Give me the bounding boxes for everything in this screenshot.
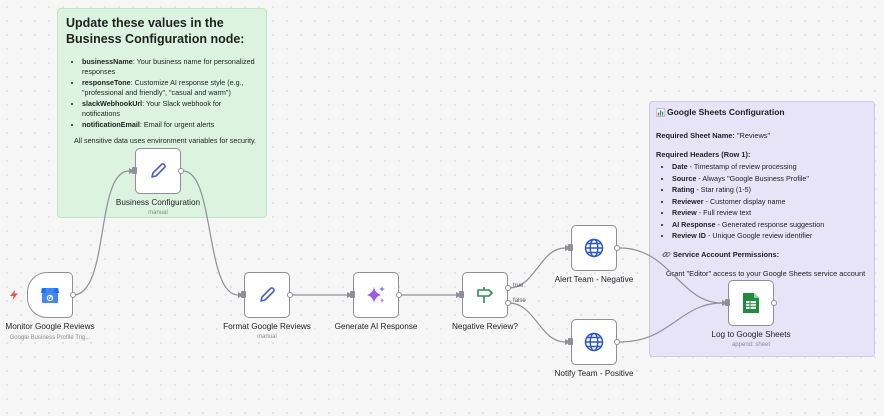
node-label: Alert Team - Negative [554, 275, 634, 284]
connection-notify-to-sheets [619, 302, 723, 343]
permissions-heading: Service Account Permissions: [662, 250, 868, 259]
node-alert-team-negative[interactable] [568, 225, 620, 271]
config-list: businessName: Your business name for per… [66, 57, 258, 130]
input-port[interactable] [241, 291, 246, 298]
branch-label-true: true [513, 283, 524, 289]
input-port[interactable] [725, 299, 730, 306]
sticky-config-title: Update these values in the Business Conf… [66, 16, 245, 46]
node-subtitle: Google Business Profile Trig... [9, 335, 91, 341]
signpost-icon [477, 287, 493, 303]
grant-text: Grant "Editor" access to your Google She… [666, 268, 866, 278]
input-port[interactable] [350, 291, 355, 298]
link-icon [662, 251, 671, 257]
node-subtitle: manual [148, 210, 168, 216]
connection-monitor-to-config [72, 170, 130, 296]
output-port[interactable] [70, 292, 76, 298]
node-label: Monitor Google Reviews [5, 322, 95, 331]
connection-config-to-format [182, 170, 239, 296]
header-item: Reviewer - Customer display name [672, 197, 868, 208]
node-label: Generate AI Response [334, 322, 418, 331]
input-port[interactable] [568, 244, 573, 251]
globe-icon [584, 238, 604, 258]
connection-false-to-notify [508, 302, 566, 343]
sparkles-icon [367, 286, 385, 303]
config-item: slackWebhookUrl: Your Slack webhook for … [82, 99, 258, 119]
sheets-config-title: Google Sheets Configuration [656, 107, 868, 117]
header-item: AI Response - Generated response suggest… [672, 220, 868, 231]
node-label: Log to Google Sheets [711, 330, 791, 339]
pencil-icon [260, 287, 275, 302]
branch-label-false: false [513, 298, 526, 304]
pencil-icon [151, 163, 166, 178]
google-business-icon [41, 288, 59, 303]
node-generate-ai-response[interactable] [350, 272, 402, 318]
config-footer: All sensitive data uses environment vari… [74, 136, 257, 145]
node-label: Business Configuration [115, 198, 201, 207]
output-port[interactable] [287, 292, 293, 298]
node-format-google-reviews[interactable] [241, 272, 293, 318]
node-label: Negative Review? [452, 322, 518, 331]
input-port[interactable] [132, 167, 137, 174]
node-subtitle: manual [257, 334, 277, 340]
output-port[interactable] [614, 339, 620, 345]
output-port[interactable] [178, 168, 184, 174]
globe-icon [584, 332, 604, 352]
node-business-configuration[interactable] [132, 148, 184, 194]
connection-alert-to-sheets [619, 247, 723, 304]
sheet-name-line: Required Sheet Name: "Reviews" [656, 131, 771, 140]
header-item: Review - Full review text [672, 208, 868, 219]
header-item: Rating - Star rating (1-5) [672, 185, 868, 196]
config-item: responseTone: Customize AI response styl… [82, 78, 258, 98]
node-label: Format Google Reviews [223, 322, 311, 331]
bar-chart-icon [656, 107, 665, 117]
header-item: Source - Always "Google Business Profile… [672, 174, 868, 185]
node-log-to-google-sheets[interactable] [725, 280, 777, 326]
node-label: Notify Team - Positive [554, 369, 634, 378]
input-port[interactable] [568, 338, 573, 345]
node-monitor-google-reviews[interactable] [27, 272, 76, 318]
output-port[interactable] [771, 300, 777, 306]
node-negative-review[interactable] [459, 272, 511, 318]
config-item: businessName: Your business name for per… [82, 57, 258, 77]
config-item: notificationEmail: Email for urgent aler… [82, 120, 258, 130]
output-port-true[interactable] [505, 285, 511, 291]
connection-true-to-alert [508, 247, 566, 289]
output-port[interactable] [396, 292, 402, 298]
header-item: Date - Timestamp of review processing [672, 162, 868, 173]
output-port[interactable] [614, 245, 620, 251]
trigger-bolt-icon [10, 290, 18, 303]
google-sheets-icon [743, 293, 759, 313]
header-item: Review ID - Unique Google review identif… [672, 231, 868, 242]
headers-list: Date - Timestamp of review processing So… [656, 162, 868, 242]
input-port[interactable] [459, 291, 464, 298]
node-subtitle: append: sheet [731, 342, 771, 348]
output-port-false[interactable] [505, 300, 511, 306]
headers-label: Required Headers (Row 1): [656, 150, 751, 159]
node-notify-team-positive[interactable] [568, 319, 620, 365]
